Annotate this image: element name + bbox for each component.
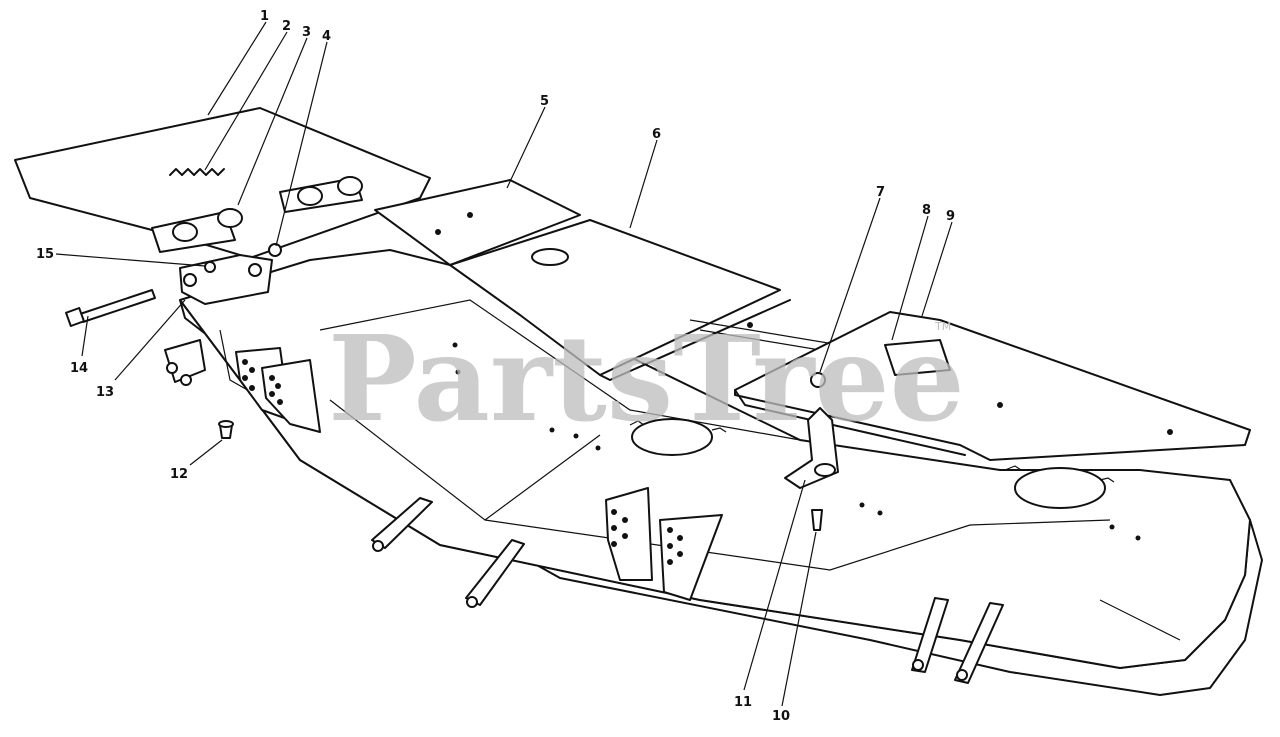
hanger-plates [164,339,723,601]
callout-4: 4 [275,29,331,247]
deck-housing [179,249,1263,696]
callout-9: 9 [921,209,955,317]
callout-12: 12 [170,439,223,482]
callout-label-2: 2 [282,19,291,34]
belt-shield-assembly [14,107,431,439]
callout-label-11: 11 [734,695,752,710]
rear-mounting-arms [371,497,1004,684]
callout-label-12: 12 [170,467,188,482]
right-deck-cover [734,311,1251,531]
callout-14: 14 [70,315,89,376]
partstree-watermark: PartsTree [328,309,965,448]
callout-label-7: 7 [876,185,885,200]
callout-label-8: 8 [922,203,931,218]
callout-label-6: 6 [652,127,661,142]
callout-8: 8 [891,203,931,341]
callout-7: 7 [819,185,885,373]
callout-label-13: 13 [96,385,114,400]
callout-5: 5 [506,94,549,189]
callout-15: 15 [36,247,206,267]
callout-label-10: 10 [772,709,790,724]
callout-13: 13 [96,299,186,400]
callout-3: 3 [237,25,311,206]
callout-2: 2 [204,19,291,171]
belt-covers [374,179,911,381]
callout-label-15: 15 [36,247,54,262]
callout-label-4: 4 [322,29,331,44]
callout-1: 1 [207,9,269,116]
callout-label-5: 5 [540,94,549,109]
watermark-trademark: TM [934,320,951,333]
callout-label-14: 14 [70,361,88,376]
callout-label-9: 9 [946,209,955,224]
callout-6: 6 [629,127,661,229]
callout-label-3: 3 [302,25,311,40]
callout-11: 11 [734,479,806,710]
callout-10: 10 [772,531,817,724]
callout-label-1: 1 [260,9,269,24]
